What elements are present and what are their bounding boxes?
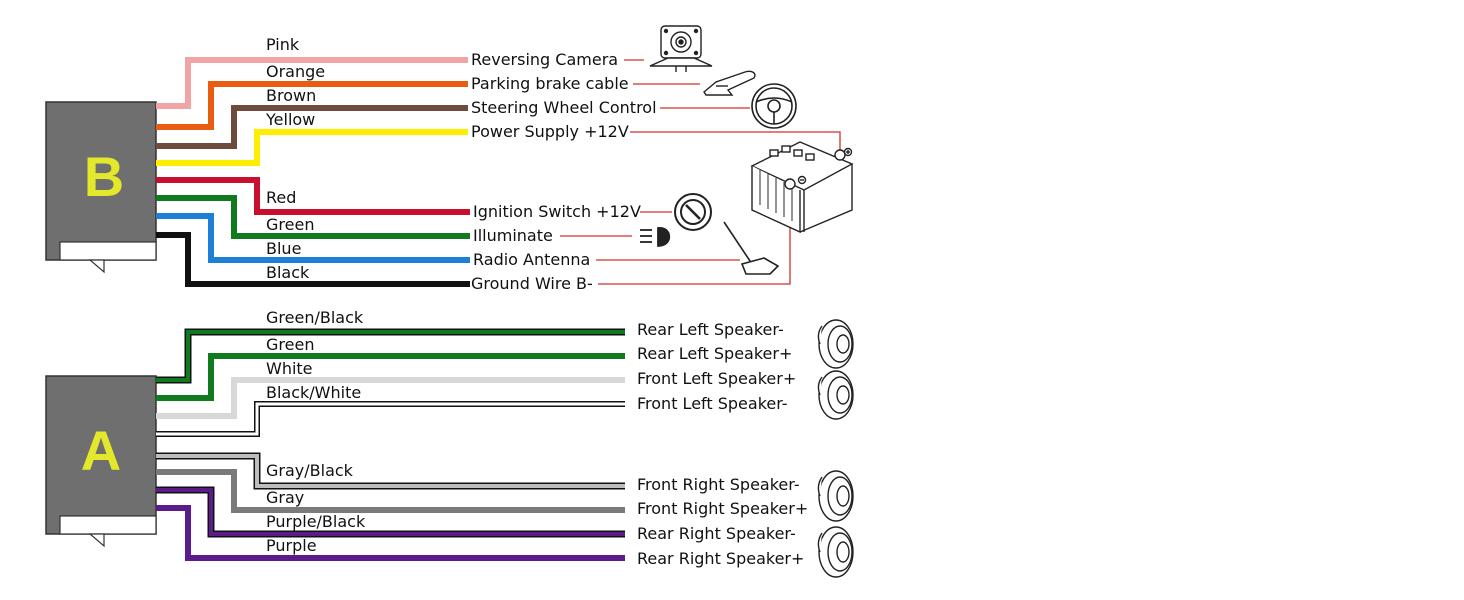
connector-a-label: A [81, 419, 121, 482]
speaker-icon [817, 319, 854, 369]
ignition-icon [674, 193, 712, 231]
a-wire-label-gray-black: Gray/Black [266, 461, 354, 480]
b-wire-red [156, 177, 470, 215]
a-wire-white [156, 377, 625, 419]
b-wire-green [156, 195, 470, 239]
b-wire-label-red: Red [266, 188, 296, 207]
b-function-steering-wheel: Steering Wheel Control [471, 98, 657, 117]
a-wire-label-white: White [266, 359, 313, 378]
a-wire-label-purple-black: Purple/Black [266, 512, 366, 531]
connector-a: A [45, 375, 157, 548]
a-function-front-right-minus: Front Right Speaker- [637, 475, 800, 494]
a-wire-label-purple: Purple [266, 536, 317, 555]
a-function-rear-left-minus: Rear Left Speaker- [637, 320, 784, 339]
a-wire-label-green: Green [266, 335, 314, 354]
a-function-rear-right-plus: Rear Right Speaker+ [637, 549, 804, 568]
b-function-power-supply: Power Supply +12V [471, 122, 629, 141]
antenna-icon [723, 221, 780, 275]
a-wire-black-white [156, 401, 625, 437]
steering-wheel-icon [751, 83, 797, 129]
a-function-front-left-plus: Front Left Speaker+ [637, 369, 796, 388]
parking-brake-icon [703, 70, 756, 96]
connector-b-label: B [84, 145, 124, 208]
b-function-reversing-camera: Reversing Camera [471, 50, 618, 69]
b-wire-black [156, 232, 470, 287]
b-function-ignition: Ignition Switch +12V [473, 202, 641, 221]
a-function-front-left-minus: Front Left Speaker- [637, 394, 788, 413]
a-wire-label-gray: Gray [266, 488, 304, 507]
a-wire-gray-black [156, 452, 625, 490]
speaker-icon [817, 370, 854, 420]
b-wire-label-blue: Blue [266, 239, 301, 258]
a-wire-purple [156, 505, 625, 561]
a-wire-green-black [156, 328, 625, 384]
a-wire-purple-black [156, 486, 625, 538]
b-function-ground: Ground Wire B- [471, 274, 593, 293]
b-function-parking-brake: Parking brake cable [471, 74, 629, 93]
b-wire-label-black: Black [266, 263, 310, 282]
a-function-front-right-plus: Front Right Speaker+ [637, 499, 808, 518]
b-wire-yellow [156, 129, 468, 166]
b-wire-pink [156, 57, 468, 109]
a-wire-green [156, 353, 625, 401]
b-wire-label-brown: Brown [266, 86, 316, 105]
b-wire-brown [156, 105, 468, 149]
a-wire-label-green-black: Green/Black [266, 308, 364, 327]
b-wire-label-green: Green [266, 215, 314, 234]
a-function-rear-right-minus: Rear Right Speaker- [637, 524, 796, 543]
a-wire-label-black-white: Black/White [266, 383, 361, 402]
connector-b: B [45, 101, 157, 274]
b-wire-label-orange: Orange [266, 62, 325, 81]
headlight-icon [640, 227, 671, 247]
speaker-icon [817, 470, 854, 522]
speaker-icon [817, 526, 854, 578]
a-wire-gray [156, 469, 625, 513]
camera-icon [649, 25, 713, 72]
a-function-rear-left-plus: Rear Left Speaker+ [637, 344, 792, 363]
b-wire-orange [156, 81, 468, 130]
b-wire-blue [156, 213, 470, 263]
b-wire-label-yellow: Yellow [265, 110, 315, 129]
b-wire-label-pink: Pink [266, 35, 300, 54]
b-function-illuminate: Illuminate [473, 226, 553, 245]
battery-icon [750, 141, 854, 234]
b-function-radio-antenna: Radio Antenna [473, 250, 590, 269]
